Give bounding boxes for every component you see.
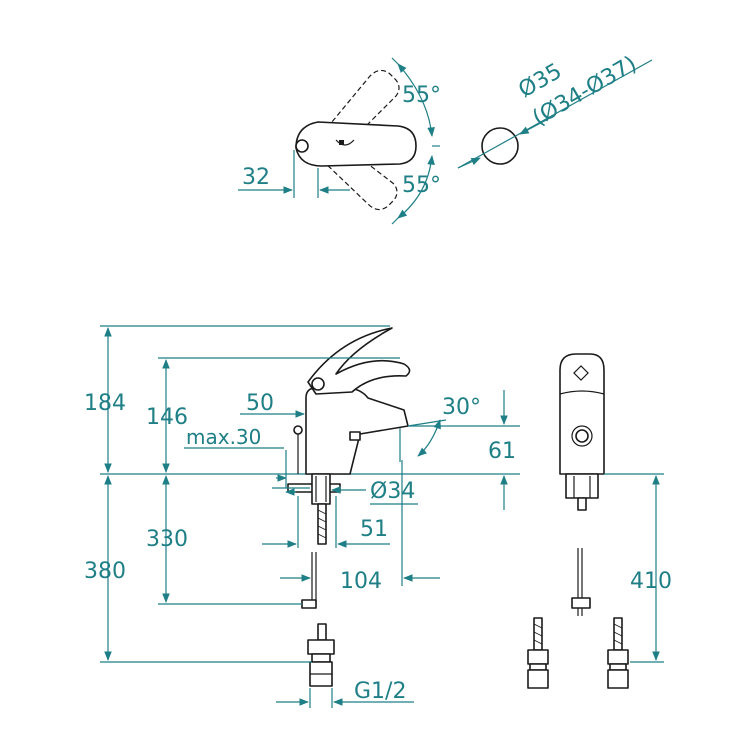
angle-arc-upper bbox=[397, 63, 435, 137]
handle-swing-upper-outline bbox=[321, 69, 400, 143]
reach-50-label: 50 bbox=[246, 391, 274, 416]
height-146-label: 146 bbox=[146, 405, 188, 430]
handle-mark bbox=[339, 140, 344, 145]
reach-104-label: 104 bbox=[340, 569, 382, 594]
offset-51-label: 51 bbox=[360, 517, 388, 542]
front-view: 410 bbox=[527, 353, 672, 689]
handle-top-outline bbox=[295, 121, 417, 167]
angle-lower-label: 55° bbox=[402, 173, 441, 198]
tap-hole bbox=[481, 127, 519, 165]
angle-upper-label: 55° bbox=[402, 83, 441, 108]
spout-height-label: 61 bbox=[488, 439, 516, 464]
spout-angle-label: 30° bbox=[442, 395, 481, 420]
handle-swing-lower-outline bbox=[321, 149, 398, 211]
height-380-label: 380 bbox=[84, 559, 126, 584]
thread-label: G1/2 bbox=[354, 679, 406, 704]
handle-indicator bbox=[335, 139, 355, 146]
height-330-label: 330 bbox=[146, 527, 188, 552]
top-view: 55° 55° 32 Ø35 (Ø34-Ø37) bbox=[238, 52, 653, 225]
handle-pivot bbox=[295, 139, 309, 153]
front-body bbox=[559, 353, 605, 475]
base-diameter-label: Ø34 bbox=[370, 479, 415, 504]
handle-offset-label: 32 bbox=[242, 165, 270, 190]
tap-body bbox=[305, 387, 409, 475]
height-184-label: 184 bbox=[84, 391, 126, 416]
hose-length-label: 410 bbox=[630, 569, 672, 594]
lever-handle bbox=[307, 327, 411, 395]
max-deck-label: max.30 bbox=[186, 425, 261, 449]
side-view: 184 146 380 330 50 max.30 30° 61 Ø34 bbox=[84, 325, 520, 708]
angle-arc-lower bbox=[397, 155, 435, 219]
